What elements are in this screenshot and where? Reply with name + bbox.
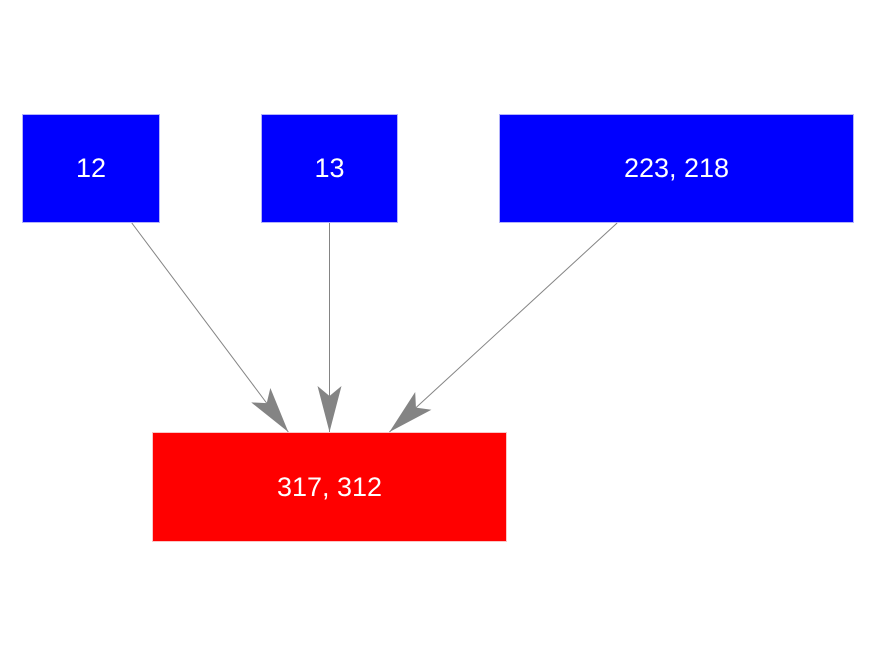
node-223-218[interactable]: 223, 218 (499, 114, 854, 223)
node-12[interactable]: 12 (22, 114, 160, 223)
node-13[interactable]: 13 (261, 114, 398, 223)
node-label: 12 (75, 153, 107, 183)
node-label: 317, 312 (276, 471, 383, 502)
node-label: 223, 218 (623, 153, 730, 183)
node-label: 13 (314, 153, 345, 183)
node-317-312[interactable]: 317, 312 (152, 432, 507, 542)
